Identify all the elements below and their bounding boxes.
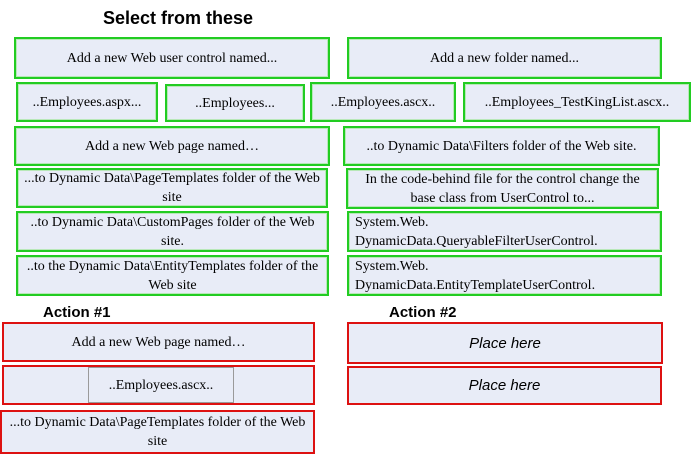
- option-filters-folder[interactable]: ..to Dynamic Data\Filters folder of the …: [343, 126, 660, 166]
- action2-heading: Action #2: [389, 304, 457, 321]
- option-employees-aspx[interactable]: ..Employees.aspx...: [16, 82, 158, 122]
- action1-slot-2-item[interactable]: ..Employees.ascx..: [88, 367, 234, 403]
- option-add-web-page[interactable]: Add a new Web page named…: [14, 126, 330, 166]
- option-entity-template-user-control[interactable]: System.Web. DynamicData.EntityTemplateUs…: [347, 255, 662, 296]
- option-custompages-folder[interactable]: ..to Dynamic Data\CustomPages folder of …: [16, 211, 329, 252]
- action2-slot-1[interactable]: Place here: [347, 322, 663, 364]
- action1-slot-3[interactable]: ...to Dynamic Data\PageTemplates folder …: [0, 410, 315, 454]
- option-add-folder[interactable]: Add a new folder named...: [347, 37, 662, 79]
- action1-slot-1[interactable]: Add a new Web page named…: [2, 322, 315, 362]
- option-add-web-user-control[interactable]: Add a new Web user control named...: [14, 37, 330, 79]
- option-employees-testkinglist[interactable]: ..Employees_TestKingList.ascx..: [463, 82, 691, 122]
- option-pagetemplates-folder[interactable]: ...to Dynamic Data\PageTemplates folder …: [16, 168, 328, 208]
- option-code-behind-change[interactable]: In the code-behind file for the control …: [346, 168, 659, 209]
- select-heading: Select from these: [103, 8, 254, 28]
- action1-heading: Action #1: [43, 304, 111, 321]
- option-employees[interactable]: ..Employees...: [165, 84, 305, 122]
- option-entitytemplates-folder[interactable]: ..to the Dynamic Data\EntityTemplates fo…: [16, 255, 329, 296]
- option-employees-ascx[interactable]: ..Employees.ascx..: [310, 82, 456, 122]
- option-queryable-filter-user-control[interactable]: System.Web. DynamicData.QueryableFilterU…: [347, 211, 662, 252]
- action1-slot-2[interactable]: ..Employees.ascx..: [2, 365, 315, 405]
- action2-slot-2[interactable]: Place here: [347, 366, 662, 405]
